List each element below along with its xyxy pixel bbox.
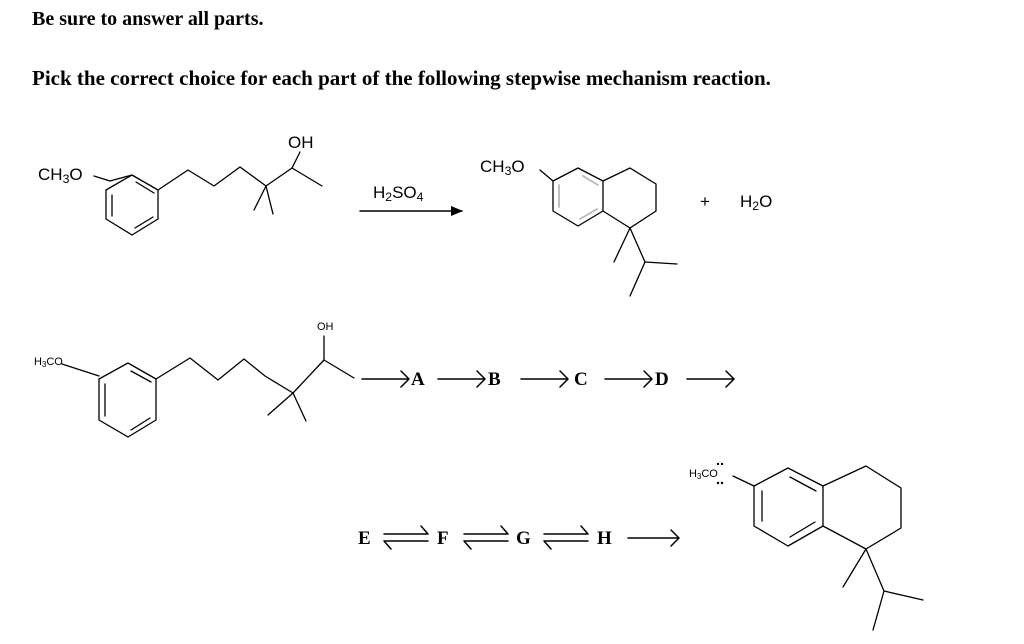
mechanism-methoxy-label: H3CO [34, 356, 63, 369]
reactant-methyl-3 [291, 167, 323, 187]
step-label-c: C [574, 369, 588, 390]
reagent-label: H2SO4 [373, 183, 424, 204]
final-isopropyl-branch-2 [872, 590, 885, 631]
step-label-b: B [488, 369, 501, 390]
product-isopropyl-branch-1 [644, 261, 678, 265]
product-methyl-bond [613, 227, 631, 263]
mechanism-methyl-1 [267, 392, 294, 416]
mechanism-chain [155, 357, 355, 394]
reactant-ring-double-1 [135, 181, 155, 194]
arrow-to-d [604, 370, 653, 388]
final-methyl-bond [842, 548, 867, 588]
reactant-molecule: CH3O OH [38, 133, 323, 236]
product-isopropyl-branch-2 [629, 261, 646, 297]
plus-sign: + [700, 192, 710, 211]
lone-pair-dot-2 [720, 462, 724, 466]
product-aromatic-ring [552, 167, 604, 227]
reactant-oh-bond [291, 151, 301, 169]
equilibrium-f-g [463, 525, 509, 550]
mechanism-ring-double-1 [130, 370, 152, 383]
final-isopropyl-bond [865, 548, 885, 592]
lone-pair-dot-1 [716, 462, 720, 466]
reactant-oh-label: OH [288, 133, 314, 152]
final-aromatic-ring [753, 467, 824, 547]
lone-pair-dot-3 [716, 481, 720, 485]
final-methoxy-bond [732, 475, 755, 487]
product-ring-double-3 [579, 208, 598, 220]
arrow-to-a [361, 370, 410, 388]
final-ring-double-3 [789, 521, 816, 538]
arrow-to-c [520, 370, 569, 388]
step-label-f: F [437, 528, 449, 549]
reagent-arrow: H2SO4 [359, 183, 463, 216]
reactant-ring-bonds [93, 174, 159, 236]
arrow-after-h [627, 529, 680, 547]
equilibrium-e-f [383, 525, 429, 550]
reactant-chain [157, 166, 293, 191]
product-methoxy-bond [539, 169, 554, 182]
arrow-to-b [437, 370, 486, 388]
mechanism-row1: A B C D [361, 369, 735, 390]
step-label-h: H [597, 528, 612, 549]
product-molecule: CH3O [480, 157, 678, 297]
product-methoxy-label: CH3O [480, 157, 525, 178]
equilibrium-g-h [543, 525, 589, 550]
final-ring-double-1 [789, 476, 817, 492]
reactant-methyl-1 [253, 185, 267, 211]
reactant-methyl-2 [265, 185, 274, 215]
mechanism-final-product: H3CO [689, 462, 924, 631]
mechanism-ring [98, 362, 157, 438]
reactant-methoxy-label: CH3O [38, 165, 83, 186]
mechanism-methoxy-bond [61, 363, 100, 377]
mechanism-start-molecule: H3CO OH [34, 321, 355, 438]
product-saturated-ring [602, 167, 657, 229]
instruction-answer-all: Be sure to answer all parts. [32, 8, 264, 30]
mechanism-ring-double-3 [130, 417, 151, 431]
arrow-after-d [686, 370, 735, 388]
step-label-d: D [655, 369, 669, 390]
mechanism-methyl-2 [292, 392, 307, 422]
reactant-methoxy-text: CH3O [38, 165, 83, 186]
instruction-question: Pick the correct choice for each part of… [32, 66, 771, 90]
step-label-g: G [516, 528, 531, 549]
water-label: H2O [740, 192, 772, 213]
product-ring-double-1 [582, 175, 599, 186]
mechanism-oh-label: OH [317, 321, 334, 333]
lone-pair-dot-4 [720, 481, 724, 485]
product-isopropyl-bond [629, 227, 646, 263]
final-saturated-ring [822, 465, 902, 550]
step-label-a: A [411, 369, 425, 390]
step-label-e: E [358, 528, 371, 549]
final-isopropyl-branch-1 [883, 590, 924, 601]
reactant-ring-double-3 [134, 216, 154, 229]
mechanism-row2: E F G H [358, 525, 680, 550]
final-methoxy-label: H3CO [689, 468, 718, 481]
